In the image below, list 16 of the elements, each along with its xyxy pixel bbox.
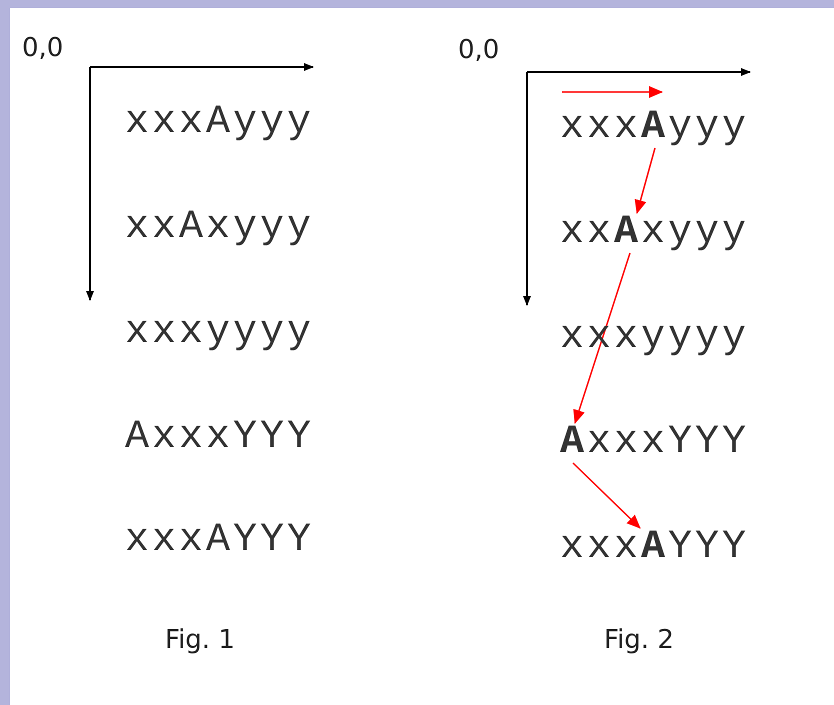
arrow [634, 148, 656, 214]
text-row: xxxAYYY [125, 521, 314, 561]
text-row: xxxAYYY [560, 528, 750, 568]
text-row: xxAxyyy [125, 208, 314, 248]
text-row: xxxyyyy [125, 313, 314, 353]
origin-label: 0,0 [22, 32, 64, 65]
arrow [572, 462, 641, 529]
text-row: xxxAyyy [560, 108, 750, 148]
arrow [573, 252, 631, 424]
text-row: AxxxYYY [125, 418, 314, 458]
figure-caption: Fig. 2 [604, 624, 674, 657]
origin-label: 0,0 [458, 34, 500, 67]
text-row: xxAxyyy [560, 213, 750, 253]
text-row: xxxAyyy [125, 103, 314, 143]
text-row: AxxxYYY [560, 423, 750, 463]
figure-caption: Fig. 1 [165, 624, 235, 657]
